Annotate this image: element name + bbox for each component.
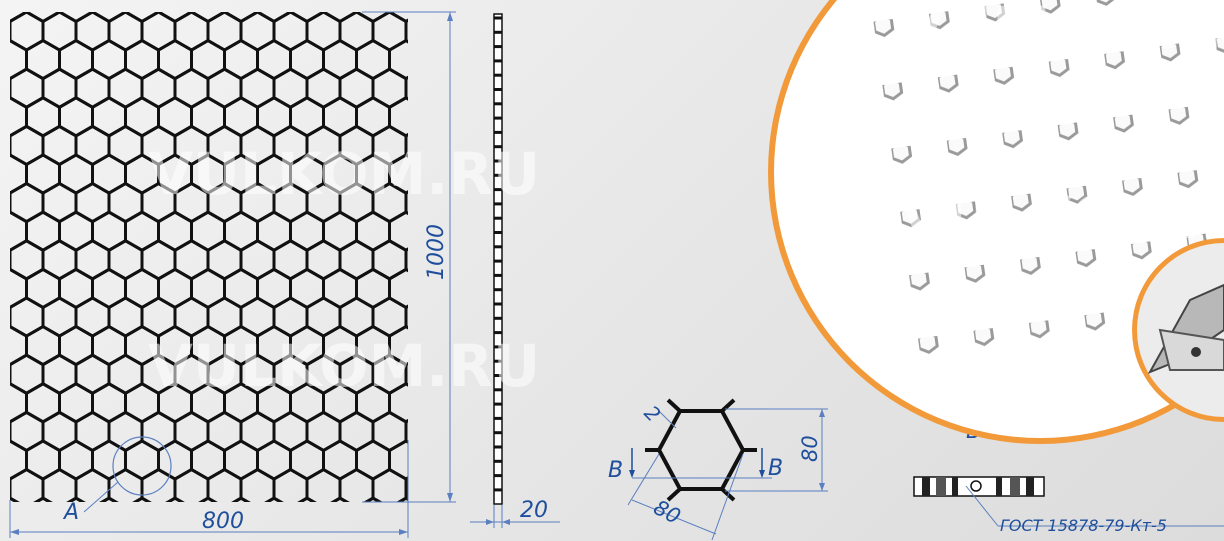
section-mark-left: B xyxy=(608,458,623,483)
mesh-cell xyxy=(423,441,456,479)
mesh-cell xyxy=(10,19,12,43)
width-dimension: 800 xyxy=(9,440,409,538)
mesh-cell xyxy=(456,269,489,307)
mesh-cell xyxy=(99,496,119,502)
thickness-value: 20 xyxy=(520,498,548,523)
side-profile: 20 xyxy=(470,13,560,528)
mesh-cell xyxy=(0,527,10,541)
mesh-cell xyxy=(76,527,109,541)
height-dimension: 1000 xyxy=(362,11,456,503)
mesh-cell xyxy=(456,498,489,536)
mesh-cell xyxy=(274,527,307,541)
mesh-cell xyxy=(58,12,94,23)
mesh-cell xyxy=(264,496,284,502)
mesh-cell xyxy=(10,76,12,100)
mesh-cell xyxy=(289,12,325,23)
mesh-cell xyxy=(355,12,391,23)
width-value: 800 xyxy=(202,509,244,534)
mesh-cell xyxy=(66,496,86,502)
height-value: 1000 xyxy=(424,224,449,280)
mesh-cell xyxy=(190,12,226,23)
mesh-cell xyxy=(33,496,53,502)
mesh-cell xyxy=(25,12,61,23)
mesh-cell xyxy=(198,496,218,502)
mesh-cell xyxy=(439,527,472,541)
mesh-cell xyxy=(404,419,408,444)
mesh-cell xyxy=(231,496,251,502)
zoom-detail-photo xyxy=(1132,238,1224,422)
mesh-cell xyxy=(10,527,43,541)
mesh-cell xyxy=(10,305,12,329)
section-view: ГОСТ 15878-79-Кт-5 xyxy=(913,476,1224,535)
mesh-cell xyxy=(396,496,408,502)
detail-leader xyxy=(83,481,119,513)
mesh-cell xyxy=(404,75,408,101)
mesh-cell xyxy=(456,441,489,479)
mesh-cell xyxy=(297,496,317,502)
mesh-cell xyxy=(439,298,472,336)
mesh-cell xyxy=(423,498,456,536)
mesh-cell xyxy=(10,248,12,272)
mesh-cell xyxy=(10,477,12,500)
mesh-cell xyxy=(132,496,152,502)
mesh-cell xyxy=(10,191,12,214)
cell-width-value: 80 xyxy=(650,495,685,529)
mesh-cell xyxy=(109,527,142,541)
mesh-cell xyxy=(10,496,20,502)
mesh-cell xyxy=(241,527,274,541)
mesh-cell xyxy=(456,212,489,250)
mesh-cell xyxy=(10,362,12,386)
mesh-cell xyxy=(307,527,340,541)
mesh-cell xyxy=(165,496,185,502)
svg-text:VULKOM.RU: VULKOM.RU xyxy=(900,0,1224,62)
mesh-cell xyxy=(340,527,373,541)
mesh-cell xyxy=(256,12,292,23)
mesh-cell xyxy=(456,41,489,79)
mesh-cell xyxy=(10,134,12,157)
section-mark-right: B xyxy=(768,456,783,481)
cell-detail: 2 80 80 B B xyxy=(608,398,828,541)
mesh-sheet xyxy=(0,0,489,541)
svg-text:VULKOM.RU: VULKOM.RU xyxy=(900,184,1224,252)
mesh-cell xyxy=(157,12,193,23)
mesh-cell xyxy=(439,12,472,50)
detail-label: A xyxy=(62,500,79,525)
mesh-cell xyxy=(456,0,489,21)
mesh-cell xyxy=(439,69,472,107)
mesh-cell xyxy=(406,527,439,541)
watermark: VULKOM.RU VULKOM.RU VULKOM.RU VULKOM.RU xyxy=(148,0,1224,400)
mesh-cell xyxy=(10,420,12,443)
mesh-cell xyxy=(423,98,456,136)
mesh-cell xyxy=(363,496,383,502)
mesh-cell xyxy=(404,304,408,330)
standard-label: ГОСТ 15878-79-Кт-5 xyxy=(1000,516,1167,535)
mesh-cell xyxy=(43,527,76,541)
detail-circle xyxy=(112,436,172,496)
mesh-cell xyxy=(91,12,127,23)
mesh-cell xyxy=(423,41,456,79)
svg-text:VULKOM.RU: VULKOM.RU xyxy=(148,332,540,400)
cell-height-value: 80 xyxy=(798,435,822,462)
mesh-cell xyxy=(322,12,358,23)
mesh-cell xyxy=(388,12,408,23)
mesh-cell xyxy=(439,412,472,450)
mesh-cell xyxy=(404,18,408,44)
mesh-cell xyxy=(330,496,350,502)
mesh-cell xyxy=(142,527,175,541)
svg-text:VULKOM.RU: VULKOM.RU xyxy=(148,140,540,208)
mesh-cell xyxy=(124,12,160,23)
mesh-cell xyxy=(223,12,259,23)
mesh-cell xyxy=(456,98,489,136)
